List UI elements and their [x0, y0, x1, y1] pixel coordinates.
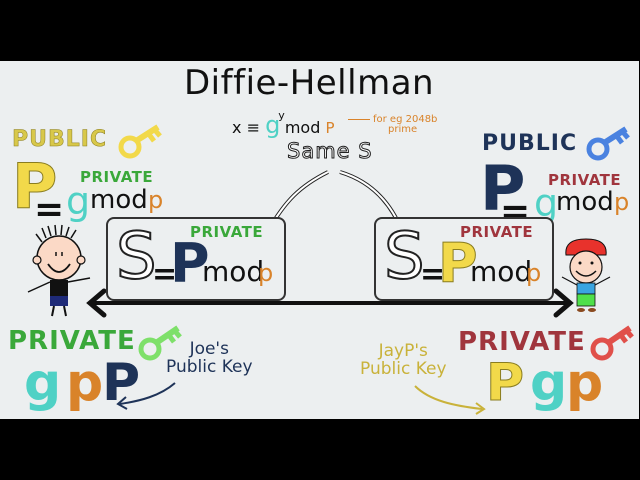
right-bottom-g: g — [530, 353, 568, 413]
diagram-title: Diffie-Hellman — [184, 63, 435, 103]
left-public-mod: mod — [90, 185, 148, 215]
right-public-mod: mod — [556, 187, 614, 217]
left-public-label: PUBLIC — [12, 127, 108, 153]
formula-mod: mod — [284, 118, 321, 137]
caption-line2: Public Key — [166, 357, 253, 377]
left-box-private-exponent: PRIVATE — [190, 223, 264, 241]
formula-exponent: y — [278, 109, 285, 122]
left-bottom-g: g — [24, 353, 62, 413]
joe-character-icon — [27, 224, 91, 317]
note-arrow-icon — [348, 118, 370, 120]
right-public-private-exponent: PRIVATE — [548, 171, 622, 189]
caption-line2: Public Key — [360, 359, 447, 379]
right-box-private-exponent: PRIVATE — [460, 223, 534, 241]
prime-note: for eg 2048b prime — [348, 115, 437, 135]
right-box-P: P — [438, 232, 479, 295]
note-line2: prime — [388, 124, 418, 135]
left-box-mod: mod — [202, 255, 265, 288]
formula-g: g — [265, 111, 281, 139]
left-public-p: p — [148, 186, 164, 214]
modular-exponent-formula: x ≡ gymod P — [232, 109, 335, 139]
right-shared-secret-box: S = P PRIVATE mod p — [374, 217, 554, 301]
right-public-key-icon — [586, 126, 630, 161]
right-public-P: P — [480, 152, 526, 225]
right-box-equals: = — [420, 257, 446, 292]
formula-p: P — [325, 119, 335, 137]
note-line1: for eg 2048b — [373, 114, 438, 125]
right-box-mod: mod — [470, 255, 533, 288]
left-bottom-P: P — [102, 353, 141, 413]
right-bottom-p: p — [566, 353, 604, 413]
left-public-P: P — [11, 150, 58, 223]
left-public-equals: = — [34, 189, 65, 230]
diagram-canvas: Diffie-Hellman x ≡ gymod P for eg 2048b … — [0, 61, 639, 419]
left-public-private-exponent: PRIVATE — [80, 168, 154, 186]
left-public-key-icon — [118, 124, 162, 159]
right-box-p: p — [526, 259, 542, 287]
left-box-S: S — [115, 220, 158, 294]
joe-public-key-caption: Joe's Public Key — [166, 340, 253, 376]
caption-line1: JayP's — [378, 341, 428, 361]
right-public-p: p — [614, 188, 630, 216]
left-private-key-icon — [138, 325, 182, 361]
left-public-g: g — [66, 179, 91, 223]
right-private-key-icon — [590, 325, 634, 361]
left-shared-secret-box: S = P PRIVATE mod p — [106, 217, 286, 301]
left-box-P: P — [170, 232, 210, 295]
right-public-label: PUBLIC — [482, 131, 578, 156]
formula-equiv: ≡ — [246, 118, 260, 137]
left-box-p: p — [258, 259, 274, 287]
right-bottom-P: P — [485, 353, 525, 413]
left-bottom-private-label: PRIVATE — [8, 326, 136, 356]
jayp-character-icon — [561, 238, 611, 312]
formula-x: x — [232, 118, 242, 137]
left-bottom-p: p — [66, 353, 104, 413]
right-bottom-private-label: PRIVATE — [458, 327, 586, 357]
same-s-label: Same S — [287, 139, 373, 164]
caption-line1: Joe's — [189, 339, 229, 359]
jayp-public-key-caption: JayP's Public Key — [360, 342, 447, 378]
right-box-S: S — [383, 220, 426, 294]
left-box-equals: = — [152, 257, 178, 292]
